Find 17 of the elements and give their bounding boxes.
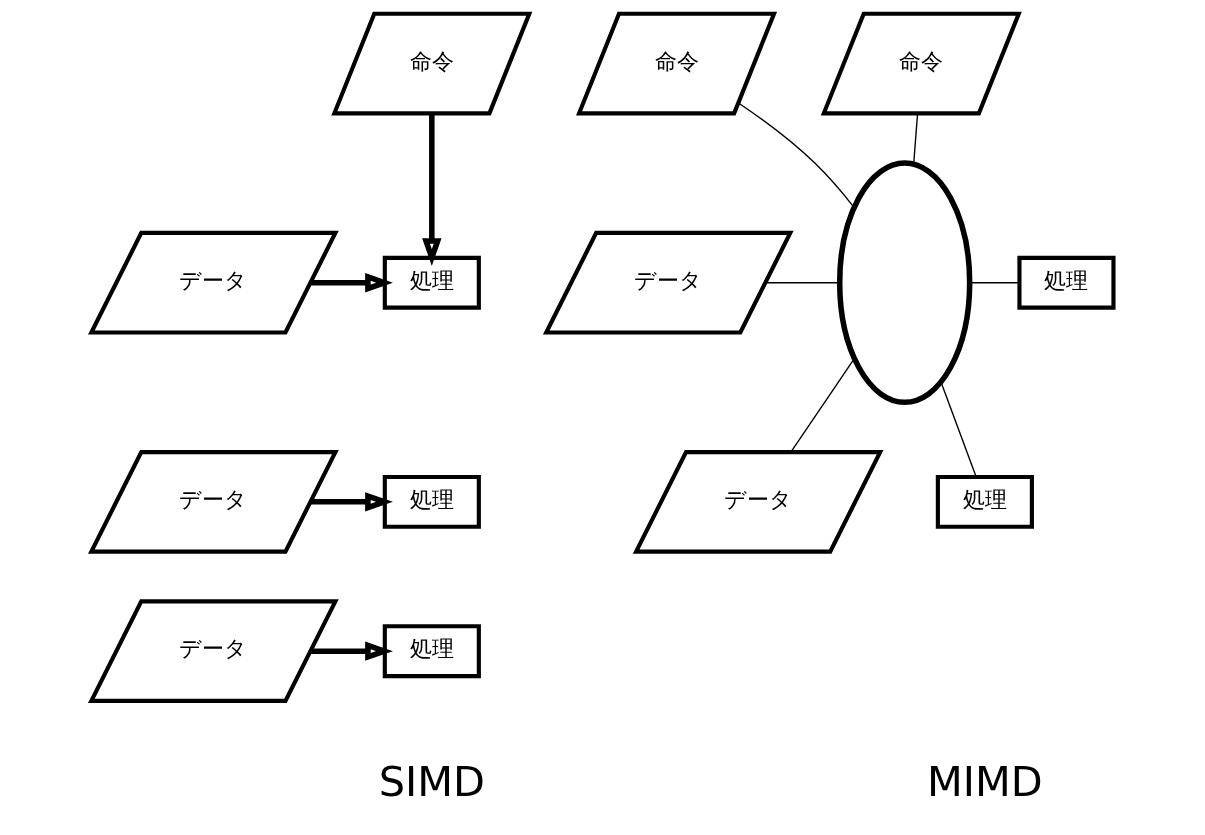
node-box: 処理 xyxy=(382,474,481,529)
connector xyxy=(738,102,855,208)
arrow xyxy=(422,113,442,266)
connector xyxy=(790,357,855,453)
arrow xyxy=(310,273,393,293)
label: MIMD xyxy=(927,758,1043,807)
node-box: 処理 xyxy=(1017,255,1116,310)
connector xyxy=(913,112,919,165)
connector xyxy=(940,381,977,478)
node-box: 処理 xyxy=(382,255,481,310)
node-box: 処理 xyxy=(935,474,1034,529)
node-cloud xyxy=(836,160,973,406)
connector xyxy=(969,282,1020,284)
arrow xyxy=(310,492,393,512)
node-box: 処理 xyxy=(382,624,481,679)
label: SIMD xyxy=(378,758,485,807)
arrow xyxy=(310,641,393,661)
